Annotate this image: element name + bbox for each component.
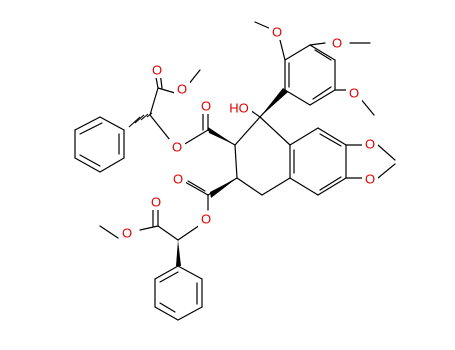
atom-o-ester-d-link: O [201,212,211,227]
atom-o-ester-a-methoxy: O [177,82,187,97]
hash-bond-upper-phenyl [128,112,153,128]
atom-o-ester-c-methoxy: O [122,226,132,241]
atom-o-dioxole-2: O [365,172,375,187]
wedge-bond-c1 [260,88,288,117]
wedge-bond-c3-ester [210,178,237,198]
stereo-bond-layer [128,88,288,266]
atom-o-methoxy-3: O [349,86,359,101]
bond-layer [74,21,396,321]
atom-o-ester-c-carbonyl: O [173,172,183,187]
atom-hydroxyl: HO [229,101,249,116]
atom-o-ester-b-link: O [172,140,182,155]
atom-o-ester-b-carbonyl: O [201,99,211,114]
atom-o-ester-a-carbonyl: O [152,63,162,78]
atom-o-ester-d-carbonyl: O [151,195,161,210]
wedge-bond-lower-phenyl [176,240,181,266]
atom-label-layer: O O O O O HO O O O O O O O O [119,24,378,241]
atom-o-methoxy-1: O [272,25,282,40]
atom-o-dioxole-1: O [365,137,375,152]
wedge-bond-c2-ester [208,127,235,145]
atom-o-methoxy-2: O [332,36,342,51]
